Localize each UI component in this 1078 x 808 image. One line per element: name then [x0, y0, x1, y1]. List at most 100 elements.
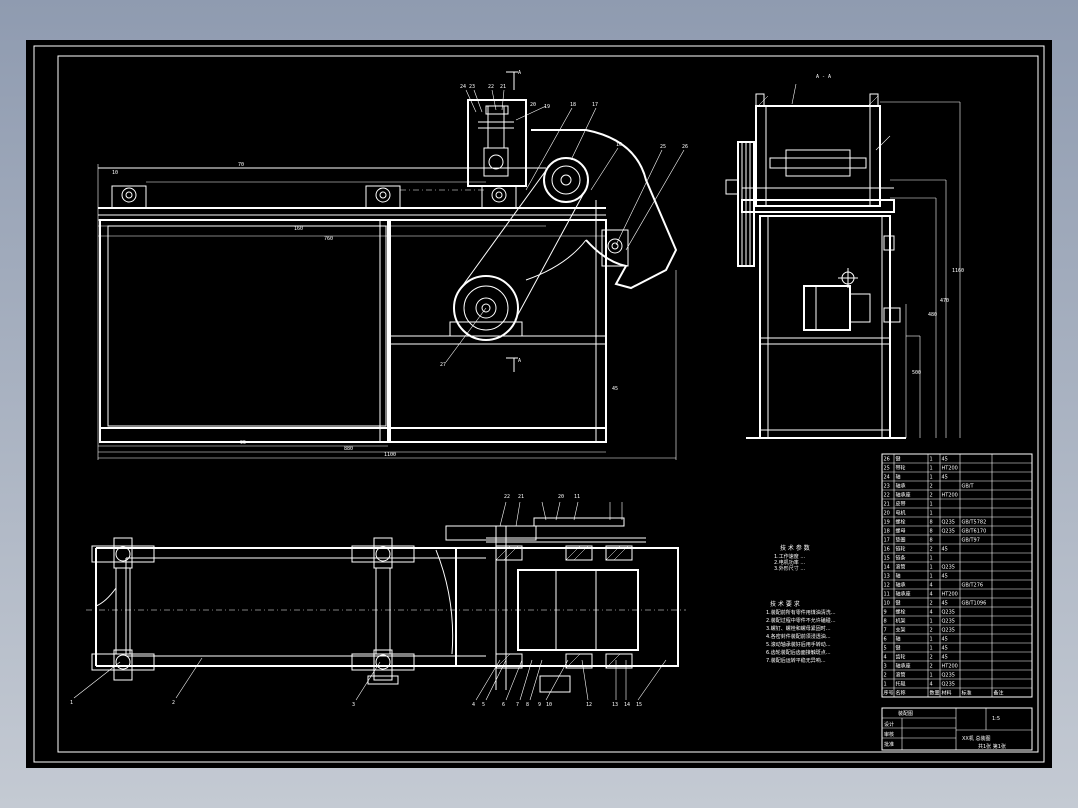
parts-table-row-cell: 轴 [896, 636, 901, 643]
parts-table-row-cell: 机架 [896, 618, 906, 625]
parts-table-row-cell: Q235 [942, 673, 955, 679]
svg-text:26: 26 [682, 144, 688, 150]
dim-sv-h4: 500 [912, 370, 921, 376]
svg-text:9: 9 [538, 702, 541, 708]
svg-text:4: 4 [472, 702, 475, 708]
title-block-subtitle: 装配图 [898, 710, 913, 717]
parts-table-row-cell: 1 [930, 511, 933, 517]
svg-text:1.工作速度 ...: 1.工作速度 ... [774, 553, 806, 560]
parts-table-row-cell: 4 [884, 655, 887, 661]
svg-text:25: 25 [660, 144, 666, 150]
parts-table-row-cell: 8 [930, 529, 933, 535]
parts-table-row-cell: 25 [884, 466, 890, 472]
parts-table-row-cell: 4 [930, 682, 933, 688]
parts-table-row-cell: 17 [884, 538, 890, 544]
parts-table-row-cell: 45 [942, 601, 948, 607]
dim-inner-width: 160 [294, 226, 303, 232]
parts-table-row-cell: 滚筒 [896, 564, 906, 571]
parts-table-row-cell: 键 [896, 456, 901, 463]
parts-table-row-cell: 4 [930, 583, 933, 589]
parts-table-row-cell: 45 [942, 646, 948, 652]
svg-text:1.装配前所有零件用煤油清洗...: 1.装配前所有零件用煤油清洗... [766, 609, 836, 616]
parts-table-row-cell: 轴承 [896, 582, 906, 589]
title-block: 装配图 设计 审核 批准 XX机 总装图 1:5 共1张 第1张 [881, 707, 1033, 751]
parts-table-row-cell: Q235 [942, 520, 955, 526]
svg-text:15: 15 [636, 702, 642, 708]
parts-table-row-cell: 1 [930, 466, 933, 472]
parts-table-row-cell: GB/T97 [962, 538, 980, 544]
svg-text:22: 22 [488, 84, 494, 90]
parts-table-row-cell: 8 [884, 619, 887, 625]
svg-text:17: 17 [592, 102, 598, 108]
parts-table-row-cell: 11 [884, 592, 890, 598]
parts-table-row-cell: 轴承座 [896, 492, 911, 499]
svg-text:27: 27 [440, 362, 446, 368]
parts-table-row-cell: HT200 [942, 664, 958, 670]
svg-text:11: 11 [574, 494, 580, 500]
dim-base-inner: 95 [240, 440, 246, 446]
parts-table-row-cell: 3 [884, 664, 887, 670]
parts-table-row-cell: 45 [942, 475, 948, 481]
parts-table-row-cell: 20 [884, 511, 890, 517]
dim-sv-h2: 470 [940, 298, 949, 304]
front-view [97, 71, 685, 460]
parts-table-row-cell: GB/T [962, 484, 975, 490]
parts-table-row-cell: Q235 [942, 529, 955, 535]
parts-table-row-cell: 2 [930, 628, 933, 634]
title-block-row-2: 审核 [884, 731, 894, 738]
parts-table-row-cell: 22 [884, 493, 890, 499]
parts-table-header-cell: 数量 [930, 690, 940, 697]
parts-table-row-cell: 1 [930, 502, 933, 508]
parts-table-row-cell: 齿轮 [896, 654, 906, 661]
svg-text:20: 20 [558, 494, 564, 500]
parts-table-row-cell: 2 [930, 601, 933, 607]
dim-sv-h3: 480 [928, 312, 937, 318]
svg-text:14: 14 [624, 702, 630, 708]
plan-view [73, 501, 686, 701]
svg-text:6.齿轮装配后齿面接触斑点...: 6.齿轮装配后齿面接触斑点... [766, 649, 831, 656]
parts-table-row-cell: Q235 [942, 610, 955, 616]
parts-table-row-cell: 7 [884, 628, 887, 634]
title-block-row-3: 批准 [884, 741, 894, 748]
dim-right-height: 45 [612, 386, 618, 392]
svg-text:2: 2 [172, 700, 175, 706]
parts-table-row-cell: 1 [930, 556, 933, 562]
parts-table-row-cell: 1 [930, 637, 933, 643]
parts-table-row-cell: GB/T6170 [962, 529, 987, 535]
svg-text:23: 23 [469, 84, 475, 90]
parts-table-row-cell: 支架 [896, 627, 906, 634]
parts-table-row-cell: 轴承座 [896, 591, 911, 598]
parts-table-row-cell: 轴承座 [896, 663, 911, 670]
parts-table-row-cell: 轴承 [896, 483, 906, 490]
side-view [725, 83, 961, 439]
parts-table-row-cell: HT200 [942, 493, 958, 499]
dim-overall: 1100 [384, 452, 396, 458]
svg-text:5: 5 [482, 702, 485, 708]
svg-text:2.装配过程中零件不允许磕碰...: 2.装配过程中零件不允许磕碰... [766, 617, 836, 624]
parts-table-header-cell: 序号 [884, 690, 894, 697]
parts-table-row-cell: 15 [884, 556, 890, 562]
parts-table-row-cell: 1 [884, 682, 887, 688]
svg-text:3: 3 [352, 702, 355, 708]
title-block-row-1: 设计 [884, 721, 894, 728]
parts-table-row-cell: 16 [884, 547, 890, 553]
parts-table-row-cell: GB/T276 [962, 583, 984, 589]
technical-params: 技 术 参 数 1.工作速度 ... 2.电机功率 ... 3.外形尺寸 ... [774, 544, 810, 572]
parts-table-row-cell: 1 [930, 619, 933, 625]
parts-table-row-cell: 8 [930, 538, 933, 544]
parts-table-row-cell: 2 [884, 673, 887, 679]
dim-top-span: 70 [238, 162, 244, 168]
parts-table-row-cell: 1 [930, 457, 933, 463]
title-block-title: XX机 总装图 [962, 735, 990, 742]
parts-table-row-cell: 链条 [896, 555, 906, 562]
technical-requirements: 技 术 要 求 1.装配前所有零件用煤油清洗... 2.装配过程中零件不允许磕碰… [766, 600, 836, 664]
parts-table-row-cell: Q235 [942, 565, 955, 571]
parts-table-row-cell: 轴 [896, 474, 901, 481]
parts-table-row-cell: 轴 [896, 573, 901, 580]
section-label: A - A [816, 74, 831, 80]
drawing-canvas: 70 10 160 760 95 880 1100 45 A A 24 23 2… [33, 45, 1045, 763]
parts-table-header-cell: 备注 [994, 690, 1004, 697]
parts-table-row-cell: 键 [896, 600, 901, 607]
parts-table-row-cell: 45 [942, 574, 948, 580]
parts-table-row-cell: 2 [930, 664, 933, 670]
